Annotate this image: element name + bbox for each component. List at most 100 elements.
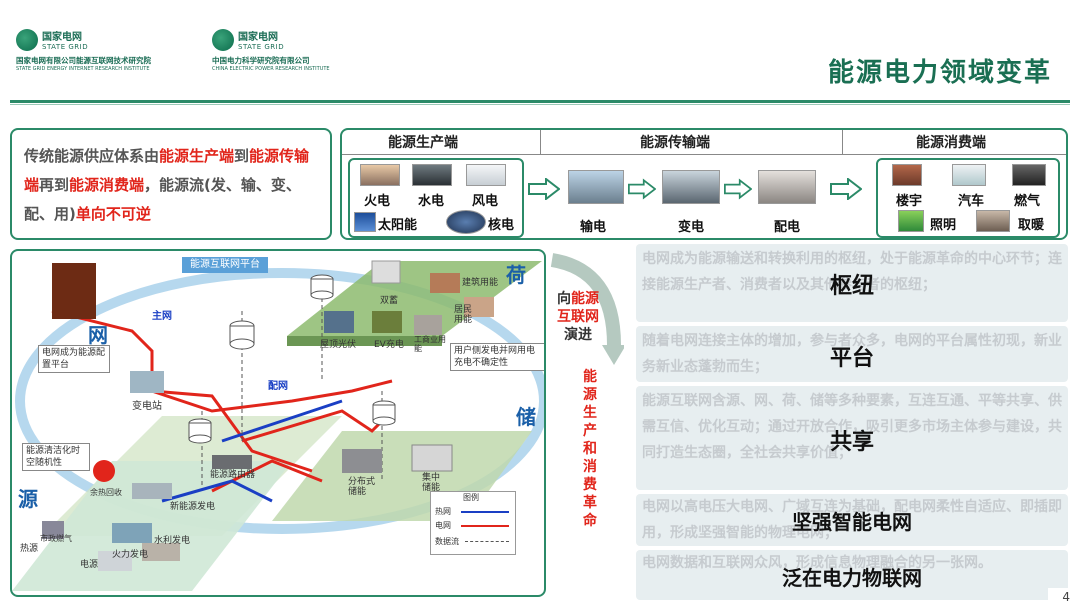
ev-charging-label: EV充电 xyxy=(374,340,404,350)
consumption-item: 燃气 xyxy=(1014,194,1041,209)
intro-highlight-transmission: 能源传输端 xyxy=(24,147,310,194)
consumption-group: 楼宇 汽车 燃气 照明 取暖 xyxy=(876,158,1060,238)
logo-cn: 国家电网 xyxy=(42,32,82,43)
production-title: 能源生产端 xyxy=(388,135,458,151)
central-storage-label: 集中储能 xyxy=(422,473,441,493)
intro-highlight-oneway: 单向不可逆 xyxy=(75,205,151,223)
source-note: 能源清洁化时空随机性 xyxy=(22,443,90,471)
production-item: 风电 xyxy=(472,194,499,209)
transmission-item: 输电 xyxy=(580,220,607,235)
legend-heat-line xyxy=(461,511,509,513)
waste-heat-label: 余热回收 xyxy=(90,488,122,497)
logo-institute: 国家电网有限公司能源互联网技术研究院 xyxy=(16,56,151,65)
distributed-storage-label: 分布式储能 xyxy=(348,477,376,497)
user-side-note: 用户侧发电并网用电充电不确定性 xyxy=(450,343,544,371)
page-number: 4 xyxy=(1062,590,1070,604)
solar-panel-image xyxy=(354,212,376,232)
panel-text: 电网数据和互联网众风，形成信息物理融合的另一张网。 xyxy=(642,555,992,571)
building-image xyxy=(892,164,922,186)
header-divider xyxy=(10,100,1070,103)
panel-text: 能源互联网含源、网、荷、储等多种要素，互连互通、平等共享、供需互信、优化互动；通… xyxy=(642,393,1062,461)
chain-separator xyxy=(342,154,1066,155)
transmission-tower-image xyxy=(568,170,624,204)
chain-separator xyxy=(842,130,843,154)
consumption-item: 汽车 xyxy=(958,194,985,209)
state-grid-emblem-icon xyxy=(16,28,38,51)
new-energy-label: 新能源发电 xyxy=(170,502,216,512)
panel-platform: 随着电网连接主体的增加，参与者众多，电网的平台属性初现，新业务新业态蓬勃而生； … xyxy=(636,326,1068,382)
intro-highlight-production: 能源生产端 xyxy=(159,147,235,165)
panel-iot: 电网数据和互联网众风，形成信息物理融合的另一张网。 泛在电力物联网 xyxy=(636,550,1068,600)
power-source-label: 电源 xyxy=(80,560,99,570)
revolution-vertical-text: 能 源 生 产 和 消 费 革 命 xyxy=(583,368,601,530)
page-number-bg xyxy=(1048,588,1080,608)
panel-smart-grid: 电网以高电压大电网、广域互连为基础，配电网柔性自适应、即插即用，形成坚强智能的物… xyxy=(636,494,1068,546)
panel-keyword: 泛在电力物联网 xyxy=(782,566,922,590)
legend-power-line xyxy=(461,525,509,527)
energy-chain-box: 能源生产端 能源传输端 能源消费端 火电 水电 风电 太阳能 核电 输电 变电 … xyxy=(340,128,1068,240)
logo-en: STATE GRID xyxy=(238,43,285,51)
consumption-item: 楼宇 xyxy=(896,194,923,209)
consumption-item: 照明 xyxy=(930,218,957,233)
energy-router-label: 能源路由器 xyxy=(210,470,256,480)
vertical-char: 革 xyxy=(583,495,597,511)
transmission-title: 能源传输端 xyxy=(640,135,710,151)
distribution-grid-label: 配网 xyxy=(268,381,288,392)
intro-highlight-consumption: 能源消费端 xyxy=(69,176,145,194)
panel-keyword: 共享 xyxy=(829,430,874,455)
production-item: 水电 xyxy=(418,194,445,209)
vertical-char: 产 xyxy=(583,423,597,439)
intro-text: 再到 xyxy=(39,176,70,194)
nuclear-plant-image xyxy=(446,210,486,234)
panel-text: 随着电网连接主体的增加，参与者众多，电网的平台属性初现，新业务新业态蓬勃而生； xyxy=(642,333,1062,375)
chain-separator xyxy=(540,130,541,154)
logo-institute: 中国电力科学研究院有限公司 xyxy=(212,56,310,65)
residential-energy-label: 居民用能 xyxy=(454,305,473,325)
legend: 图例 热网 电网 数据流 xyxy=(430,491,516,555)
gas-stove-image xyxy=(1012,164,1046,186)
hydro-label: 水利发电 xyxy=(154,536,191,546)
vertical-char: 费 xyxy=(583,477,597,493)
wind-turbine-image xyxy=(466,164,506,186)
main-grid-label: 主网 xyxy=(152,311,172,322)
thermal-plant-image xyxy=(360,164,400,186)
curved-arrow-icon xyxy=(550,253,624,365)
industrial-energy-label: 工商业用能 xyxy=(414,335,446,353)
evolution-highlight: 能源 xyxy=(571,291,599,307)
production-item: 核电 xyxy=(488,218,515,233)
panel-keyword: 枢纽 xyxy=(829,274,874,299)
vertical-char: 生 xyxy=(583,405,597,421)
production-item: 太阳能 xyxy=(378,218,418,233)
rooftop-pv-label: 屋顶光伏 xyxy=(320,340,357,350)
legend-power-label: 电网 xyxy=(435,521,451,530)
vertical-char: 源 xyxy=(583,387,597,403)
header-divider-thin xyxy=(10,104,1070,105)
flow-arrow-icon xyxy=(724,178,752,200)
transmission-item: 配电 xyxy=(774,220,801,235)
intro-text: ，能源流(发、输、变、配、用) xyxy=(24,176,301,223)
building-energy-label: 建筑用能 xyxy=(462,278,499,288)
vertical-char: 和 xyxy=(583,441,597,457)
logo-en: STATE GRID xyxy=(42,43,89,51)
logo-institute-en: CHINA ELECTRIC POWER RESEARCH INSTITUTE xyxy=(212,66,330,72)
logo-cn: 国家电网 xyxy=(238,32,278,43)
car-image xyxy=(952,164,986,186)
state-grid-logo: 国家电网 STATE GRID 国家电网有限公司能源互联网技术研究院 STATE… xyxy=(16,28,151,72)
legend-data-line xyxy=(465,541,509,542)
heating-image xyxy=(976,210,1010,232)
intro-text: 到 xyxy=(234,147,250,165)
flow-arrow-icon xyxy=(528,178,560,200)
legend-heat-label: 热网 xyxy=(435,507,451,516)
vertical-char: 命 xyxy=(583,513,597,529)
transmission-item: 变电 xyxy=(678,220,705,235)
production-group: 火电 水电 风电 太阳能 核电 xyxy=(348,158,524,238)
evolution-text: 向能源 互联网 演进 xyxy=(548,290,608,344)
evolution-word: 演进 xyxy=(564,327,592,343)
substation-label: 变电站 xyxy=(132,401,162,412)
distribution-image xyxy=(758,170,816,204)
state-grid-emblem-icon xyxy=(212,28,234,51)
panel-keyword: 平台 xyxy=(829,346,874,371)
load-big-label: 荷 xyxy=(506,263,526,287)
cepri-logo: 国家电网 STATE GRID 中国电力科学研究院有限公司 CHINA ELEC… xyxy=(212,28,330,72)
legend-data-label: 数据流 xyxy=(435,537,459,546)
